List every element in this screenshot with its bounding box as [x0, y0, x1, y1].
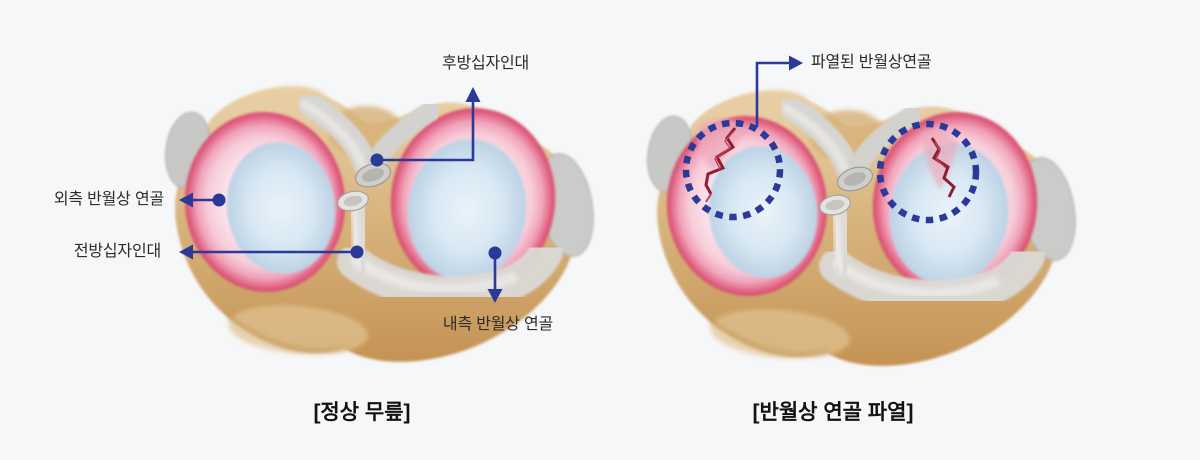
- caption-normal-knee: [정상 무릎]: [313, 401, 411, 424]
- highlight-circle-medial: [876, 120, 980, 224]
- arrow-right-icon: [789, 55, 803, 71]
- tear-mark-lateral: [697, 118, 746, 203]
- tear-mark-medial: [922, 131, 958, 198]
- label-lateral-meniscus: 외측 반월상 연골: [53, 191, 164, 208]
- label-torn-meniscus: 파열된 반월상연골: [811, 54, 932, 71]
- label-medial-meniscus: 내측 반월상 연골: [442, 316, 554, 333]
- knee-illustration-torn: [640, 84, 1070, 369]
- label-posterior-cruciate-ligament: 후방십자인대: [441, 55, 530, 72]
- caption-meniscus-tear: [반월상 연골 파열]: [752, 401, 914, 424]
- label-anterior-cruciate-ligament: 전방십자인대: [73, 243, 161, 260]
- highlight-circle-lateral: [682, 119, 784, 221]
